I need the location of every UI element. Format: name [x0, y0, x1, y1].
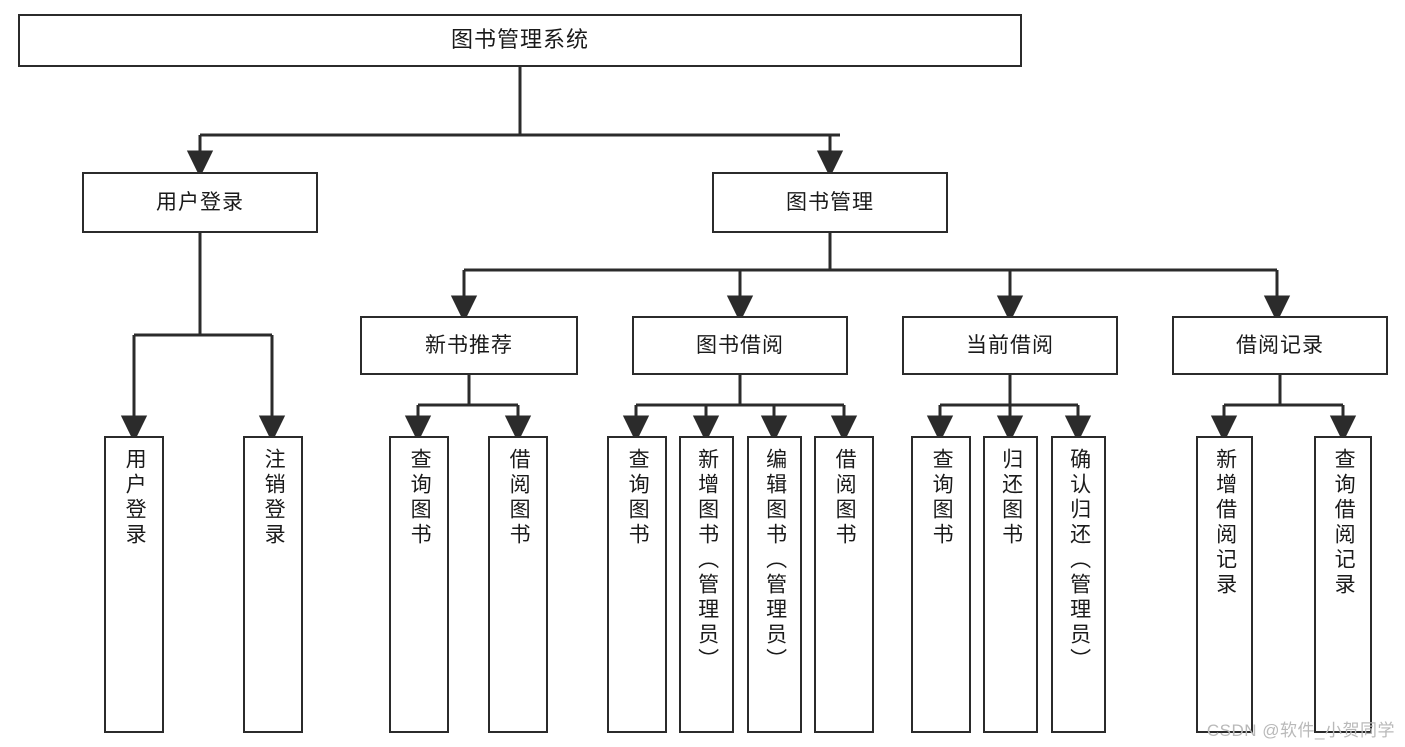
leaf-new-book-query-book[interactable]: 查询图书	[389, 436, 449, 733]
leaf-new-book-borrow-book[interactable]: 借阅图书	[488, 436, 548, 733]
node-label: 查询借阅记录	[1332, 448, 1356, 598]
node-label: 编辑图书（管理员）	[763, 448, 787, 673]
leaf-book-borrow-add-book-admin[interactable]: 新增图书（管理员）	[679, 436, 734, 733]
node-label: 注销登录	[262, 448, 286, 548]
leaf-borrow-record-add-record[interactable]: 新增借阅记录	[1196, 436, 1253, 733]
node-label: 确认归还（管理员）	[1067, 448, 1091, 673]
leaf-user-login-login[interactable]: 用户登录	[104, 436, 164, 733]
leaf-current-borrow-return-book[interactable]: 归还图书	[983, 436, 1038, 733]
watermark: CSDN @软件_小贺同学	[1206, 721, 1395, 740]
leaf-borrow-record-query-record[interactable]: 查询借阅记录	[1314, 436, 1372, 733]
node-label: 查询图书	[408, 448, 432, 548]
node-label: 查询图书	[626, 448, 650, 548]
node-root-book-management-system[interactable]: 图书管理系统	[18, 14, 1022, 67]
node-user-login[interactable]: 用户登录	[82, 172, 318, 233]
leaf-book-borrow-query-book[interactable]: 查询图书	[607, 436, 667, 733]
node-label: 新书推荐	[425, 333, 513, 357]
node-new-book-recommend[interactable]: 新书推荐	[360, 316, 578, 375]
node-label: 用户登录	[156, 190, 244, 214]
node-label: 图书管理系统	[450, 27, 589, 53]
node-label: 借阅图书	[507, 448, 531, 548]
node-label: 借阅图书	[833, 448, 857, 548]
leaf-book-borrow-borrow-book[interactable]: 借阅图书	[814, 436, 874, 733]
node-book-borrow[interactable]: 图书借阅	[632, 316, 848, 375]
node-label: 借阅记录	[1236, 333, 1324, 357]
node-book-management[interactable]: 图书管理	[712, 172, 948, 233]
node-current-borrow[interactable]: 当前借阅	[902, 316, 1118, 375]
node-label: 查询图书	[930, 448, 954, 548]
node-label: 归还图书	[999, 448, 1023, 548]
node-label: 新增图书（管理员）	[695, 448, 719, 673]
node-label: 新增借阅记录	[1213, 448, 1237, 598]
leaf-current-borrow-query-book[interactable]: 查询图书	[911, 436, 971, 733]
node-label: 图书借阅	[696, 333, 784, 357]
node-label: 当前借阅	[966, 333, 1054, 357]
leaf-user-login-logout[interactable]: 注销登录	[243, 436, 303, 733]
node-borrow-record[interactable]: 借阅记录	[1172, 316, 1388, 375]
leaf-book-borrow-edit-book-admin[interactable]: 编辑图书（管理员）	[747, 436, 802, 733]
leaf-current-borrow-confirm-return-admin[interactable]: 确认归还（管理员）	[1051, 436, 1106, 733]
node-label: 图书管理	[786, 190, 874, 214]
node-label: 用户登录	[123, 448, 147, 548]
